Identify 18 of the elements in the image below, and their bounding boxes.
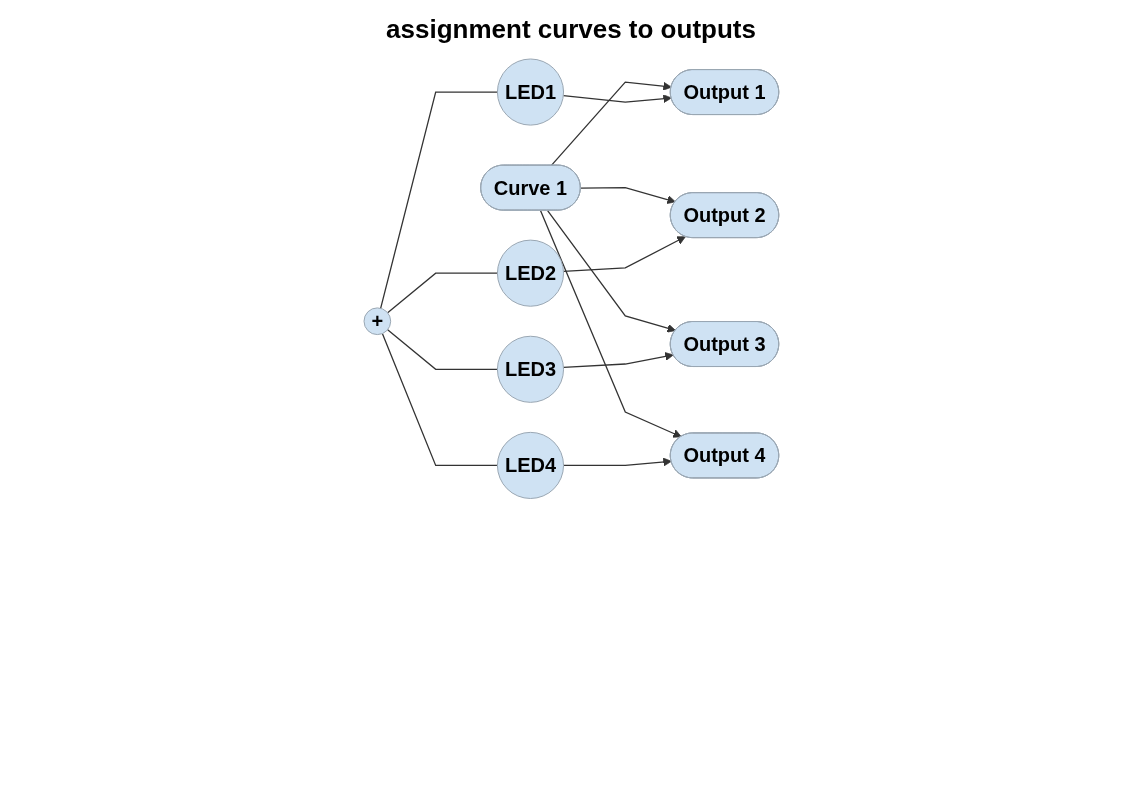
connector — [386, 272, 498, 314]
arrow — [579, 186, 676, 204]
node-circle: LED1 — [496, 58, 564, 126]
node-circle: LED4 — [496, 431, 564, 499]
arrow — [562, 236, 686, 272]
arrow — [550, 81, 672, 167]
connector — [386, 329, 498, 370]
arrow — [562, 352, 674, 369]
connector — [379, 91, 498, 309]
arrow — [562, 457, 672, 467]
arrow — [546, 209, 676, 333]
node-circle: + — [363, 307, 391, 336]
node-circle: LED3 — [496, 335, 564, 403]
diagram-title: assignment curves to outputs — [385, 14, 757, 45]
node-circle: LED2 — [496, 239, 564, 307]
connector — [381, 332, 498, 467]
arrow — [539, 209, 682, 438]
arrow — [562, 94, 672, 104]
